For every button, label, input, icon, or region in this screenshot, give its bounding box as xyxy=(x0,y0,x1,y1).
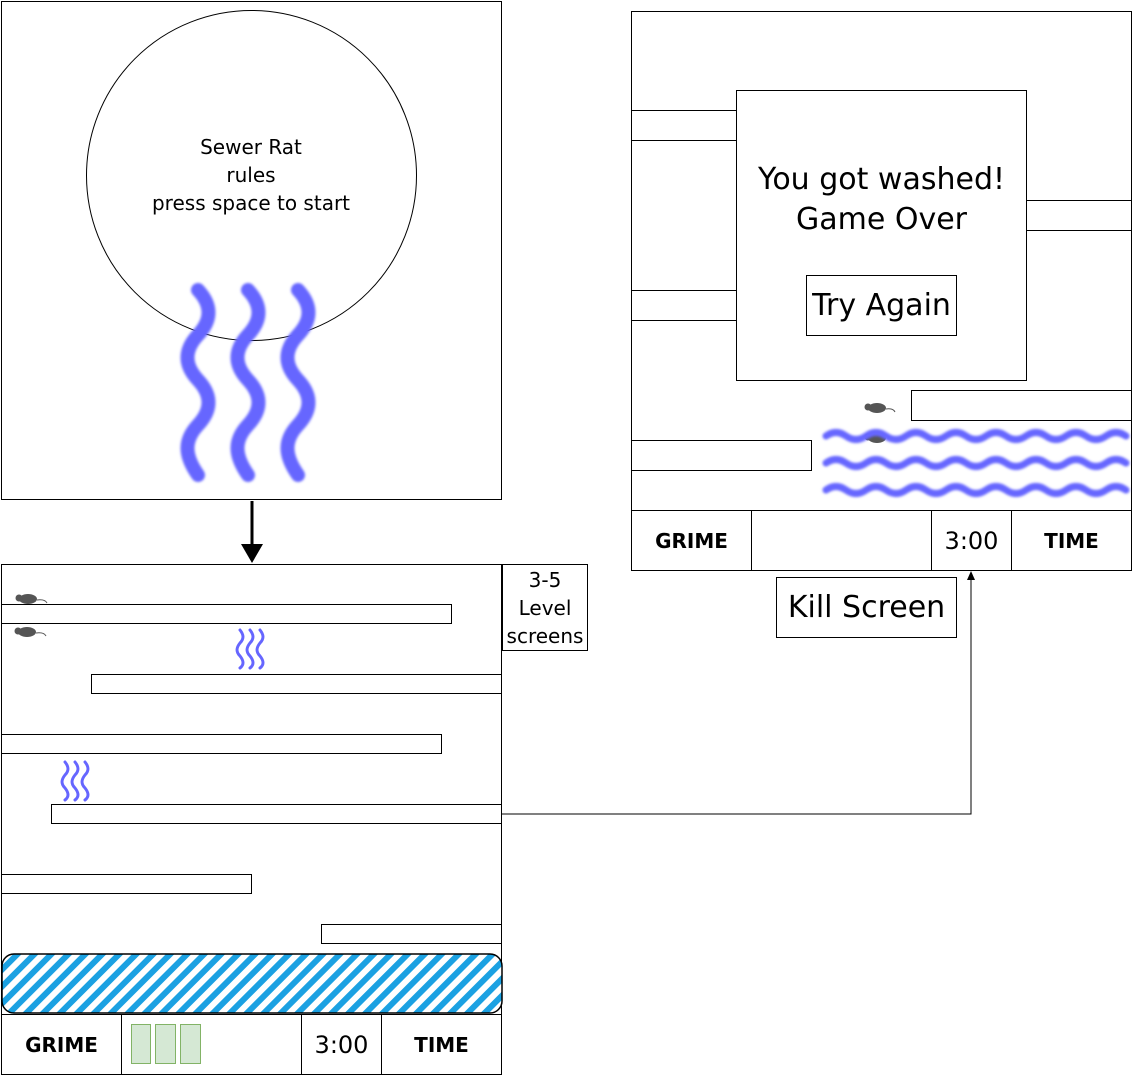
timer-value: 3:00 xyxy=(301,1014,382,1075)
start-screen-text: Sewer Rat rules press space to start xyxy=(120,132,382,218)
grime-meter xyxy=(121,1014,302,1075)
grime-meter-cell xyxy=(155,1024,176,1064)
kill-screen-caption: Kill Screen xyxy=(776,577,957,638)
platform xyxy=(1,604,452,624)
platform xyxy=(1,734,442,754)
game-title: Sewer Rat xyxy=(200,135,302,159)
platform xyxy=(91,674,502,694)
grime-label: GRIME xyxy=(1,1014,122,1075)
platform xyxy=(321,924,502,944)
platform xyxy=(1,874,252,894)
try-again-button[interactable]: Try Again xyxy=(806,275,957,336)
game-over-message: You got washed! Game Over xyxy=(736,158,1027,242)
timer-value: 3:00 xyxy=(931,510,1012,571)
grime-label: GRIME xyxy=(631,510,752,571)
time-label: TIME xyxy=(381,1014,502,1075)
platform xyxy=(631,290,737,321)
level-screens-label: 3-5 Level screens xyxy=(502,564,588,651)
platform xyxy=(1026,200,1132,231)
press-space-prompt: press space to start xyxy=(151,191,351,215)
platform xyxy=(631,440,812,471)
grime-meter xyxy=(751,510,932,571)
platform xyxy=(631,110,737,141)
washed-text: You got washed! xyxy=(757,162,1006,197)
grime-meter-cell xyxy=(180,1024,201,1064)
grime-meter-cell xyxy=(131,1024,151,1064)
platform xyxy=(911,390,1132,421)
platform xyxy=(51,804,502,824)
game-over-text: Game Over xyxy=(795,202,967,237)
rules-text: rules xyxy=(226,163,276,187)
time-label: TIME xyxy=(1011,510,1132,571)
